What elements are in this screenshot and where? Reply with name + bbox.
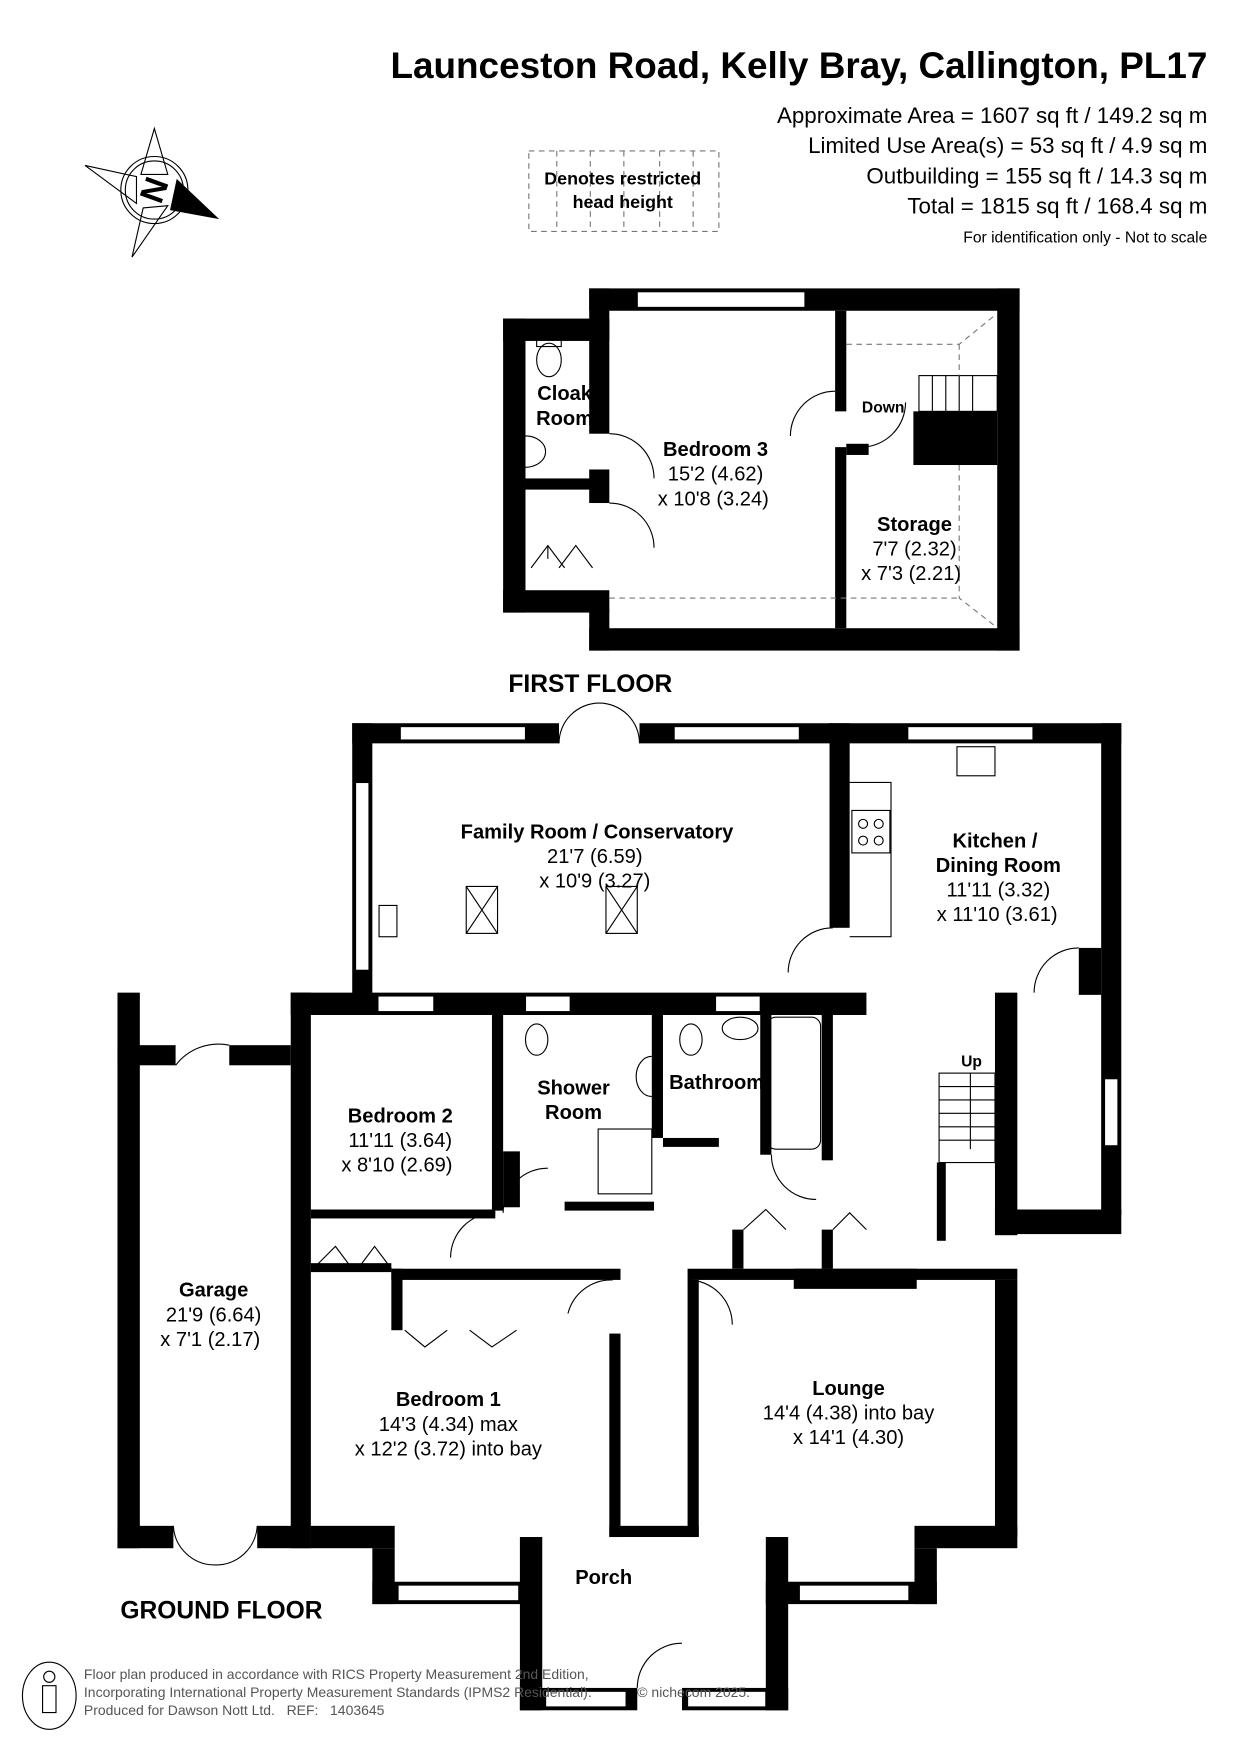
room-lounge-name: Lounge: [812, 1378, 885, 1400]
room-shower-name: Shower: [537, 1077, 610, 1099]
stairs-up-label: Up: [961, 1053, 982, 1070]
room-storage-dim1: 7'7 (2.32): [872, 539, 956, 561]
room-kitchen-name: Kitchen /: [953, 830, 1038, 852]
room-family-dim2: x 10'9 (3.27): [539, 871, 650, 893]
first-floor-labels: Cloak Room Bedroom 3 15'2 (4.62) x 10'8 …: [508, 383, 961, 698]
room-bathroom-name: Bathroom: [669, 1072, 764, 1094]
disclaimer: For identification only - Not to scale: [963, 230, 1207, 247]
room-kitchen-name-2: Dining Room: [936, 855, 1061, 877]
room-storage-name: Storage: [877, 514, 952, 536]
room-garage-dim1: 21'9 (6.64): [166, 1304, 262, 1326]
room-bedroom1-name: Bedroom 1: [396, 1389, 501, 1411]
ground-floor-fixtures: [172, 702, 1079, 1688]
page-title: Launceston Road, Kelly Bray, Callington,…: [390, 45, 1207, 86]
room-kitchen-dim2: x 11'10 (3.61): [937, 904, 1058, 926]
area-approx: Approximate Area = 1607 sq ft / 149.2 sq…: [777, 103, 1207, 128]
room-porch-name: Porch: [575, 1567, 632, 1589]
room-bedroom3-dim1: 15'2 (4.62): [668, 464, 764, 486]
room-bedroom2-name: Bedroom 2: [348, 1105, 453, 1127]
legend-line-2: head height: [573, 192, 673, 212]
area-limited: Limited Use Area(s) = 53 sq ft / 4.9 sq …: [808, 133, 1207, 158]
first-floor-walls: [503, 288, 1020, 651]
footer-line-3: Produced for Dawson Nott Ltd. REF: 14036…: [84, 1702, 385, 1718]
footer-line-2: Incorporating International Property Mea…: [84, 1684, 592, 1700]
room-storage-dim2: x 7'3 (2.21): [861, 563, 961, 585]
ground-floor-walls: [117, 723, 1122, 1711]
room-bedroom1-dim2: x 12'2 (3.72) into bay: [355, 1438, 543, 1460]
ground-floor-labels: Family Room / Conservatory 21'7 (6.59) x…: [120, 821, 1060, 1624]
room-lounge-dim2: x 14'1 (4.30): [793, 1427, 904, 1449]
room-family-dim1: 21'7 (6.59): [547, 846, 643, 868]
area-outbuilding: Outbuilding = 155 sq ft / 14.3 sq m: [866, 163, 1207, 188]
room-bedroom1-dim1: 14'3 (4.34) max: [379, 1414, 518, 1436]
first-floor-label: FIRST FLOOR: [508, 671, 672, 698]
legend-line-1: Denotes restricted: [544, 168, 701, 188]
first-floor-fixtures: [525, 314, 998, 627]
stairs-down-label: Down: [862, 399, 905, 416]
area-summary: Approximate Area = 1607 sq ft / 149.2 sq…: [777, 103, 1207, 247]
area-total: Total = 1815 sq ft / 168.4 sq m: [907, 194, 1207, 219]
svg-text:N: N: [133, 173, 176, 208]
room-bedroom3-dim2: x 10'8 (3.24): [658, 488, 769, 510]
room-bedroom2-dim1: 11'11 (3.64): [348, 1130, 452, 1152]
restricted-height-legend: Denotes restricted head height: [528, 150, 720, 232]
footer-line-1: Floor plan produced in accordance with R…: [84, 1666, 589, 1682]
room-family-name: Family Room / Conservatory: [461, 821, 734, 843]
room-bedroom2-dim2: x 8'10 (2.69): [341, 1154, 452, 1176]
room-garage-name: Garage: [179, 1280, 248, 1302]
footer-copyright: © nichecom 2025.: [637, 1684, 750, 1700]
room-kitchen-dim1: 11'11 (3.32): [946, 880, 1050, 902]
footer: Floor plan produced in accordance with R…: [21, 1661, 750, 1730]
room-shower-name-2: Room: [545, 1102, 602, 1124]
stairs-up: [936, 1072, 996, 1241]
ground-floor-label: GROUND FLOOR: [120, 1598, 322, 1625]
room-lounge-dim1: 14'4 (4.38) into bay: [763, 1403, 935, 1425]
ipms-person-icon: [21, 1661, 77, 1730]
room-cloak-name: Cloak: [537, 383, 593, 405]
room-bedroom3-name: Bedroom 3: [663, 439, 768, 461]
compass-icon: N: [84, 126, 220, 258]
room-cloak-name-2: Room: [536, 408, 593, 430]
room-garage-dim2: x 7'1 (2.17): [160, 1329, 260, 1351]
